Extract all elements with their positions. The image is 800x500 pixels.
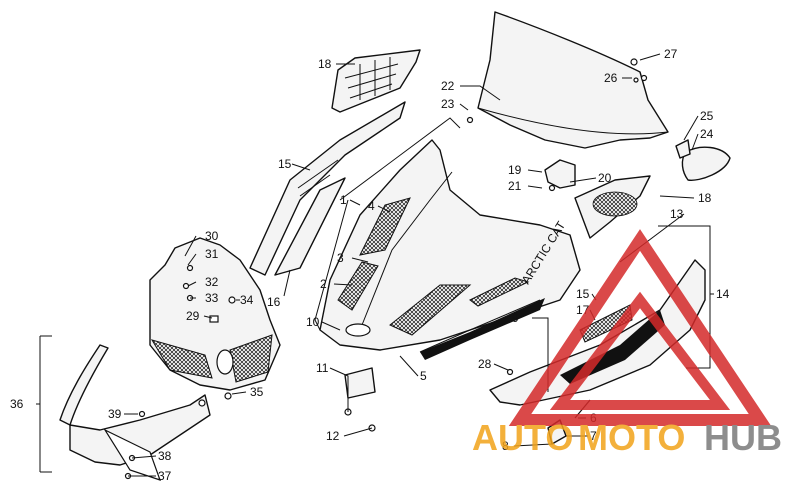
callout-13: 13: [670, 207, 684, 221]
callout-25: 25: [700, 109, 714, 123]
callout-8: 8: [502, 439, 509, 453]
callout-36: 36: [10, 397, 24, 411]
part-hinge: [344, 367, 376, 432]
callout-10: 10: [306, 315, 320, 329]
callout-9: 9: [512, 311, 519, 325]
callout-19: 19: [508, 163, 522, 177]
callout-21: 21: [508, 179, 522, 193]
callout-31: 31: [205, 247, 219, 261]
part-front-cover: [149, 237, 281, 391]
part-hood: ARCTIC CAT: [319, 139, 581, 360]
part-bumper: [59, 344, 211, 481]
part-fasteners-front: [124, 264, 236, 480]
watermark-logo: AUTO MOTO HUB: [472, 229, 782, 458]
callout-22: 22: [441, 79, 455, 93]
callout-24: 24: [700, 127, 714, 141]
callout-4: 4: [368, 199, 375, 213]
callout-16: 16: [267, 295, 281, 309]
callout-7: 7: [590, 429, 597, 443]
part-bracket: [544, 159, 576, 192]
callout-18-top: 18: [318, 57, 332, 71]
callout-29: 29: [186, 309, 200, 323]
callout-39: 39: [108, 407, 122, 421]
part-side-trim-left: [249, 101, 406, 276]
callout-30: 30: [205, 229, 219, 243]
callout-12: 12: [326, 429, 340, 443]
callout-1: 1: [340, 193, 347, 207]
callout-32: 32: [205, 275, 219, 289]
callout-27: 27: [664, 47, 678, 61]
watermark-triangle-outer: [508, 229, 772, 426]
part-trim-strip: [274, 177, 346, 276]
callout-38: 38: [158, 449, 172, 463]
part-vent-top: [331, 49, 421, 113]
watermark-hub: HUB: [704, 417, 782, 458]
callout-20: 20: [598, 171, 612, 185]
callout-23: 23: [441, 97, 455, 111]
callout-numbers: 18 22 23 27 26 25 24 15 1 4 19 21 20 18 …: [10, 47, 730, 483]
callout-2: 2: [320, 277, 327, 291]
watermark-moto: MOTO: [578, 417, 685, 458]
part-windshield: [477, 11, 669, 149]
callout-5: 5: [420, 369, 427, 383]
part-mirror: [675, 139, 731, 181]
callout-33: 33: [205, 291, 219, 305]
leader-lines: [36, 53, 714, 477]
callout-26: 26: [604, 71, 618, 85]
part-hardware-small: [466, 58, 648, 124]
callout-3: 3: [337, 251, 344, 265]
watermark-triangle-inner: [549, 291, 731, 410]
callout-34: 34: [240, 293, 254, 307]
part-vent-right: [574, 175, 651, 239]
callout-15-left: 15: [278, 157, 292, 171]
callout-35: 35: [250, 385, 264, 399]
watermark-auto: AUTO: [472, 417, 573, 458]
callout-28: 28: [478, 357, 492, 371]
callout-11: 11: [316, 361, 329, 375]
callout-15-right: 15: [576, 287, 590, 301]
callout-18-right: 18: [698, 191, 712, 205]
callout-14: 14: [716, 287, 730, 301]
callout-37: 37: [158, 469, 172, 483]
